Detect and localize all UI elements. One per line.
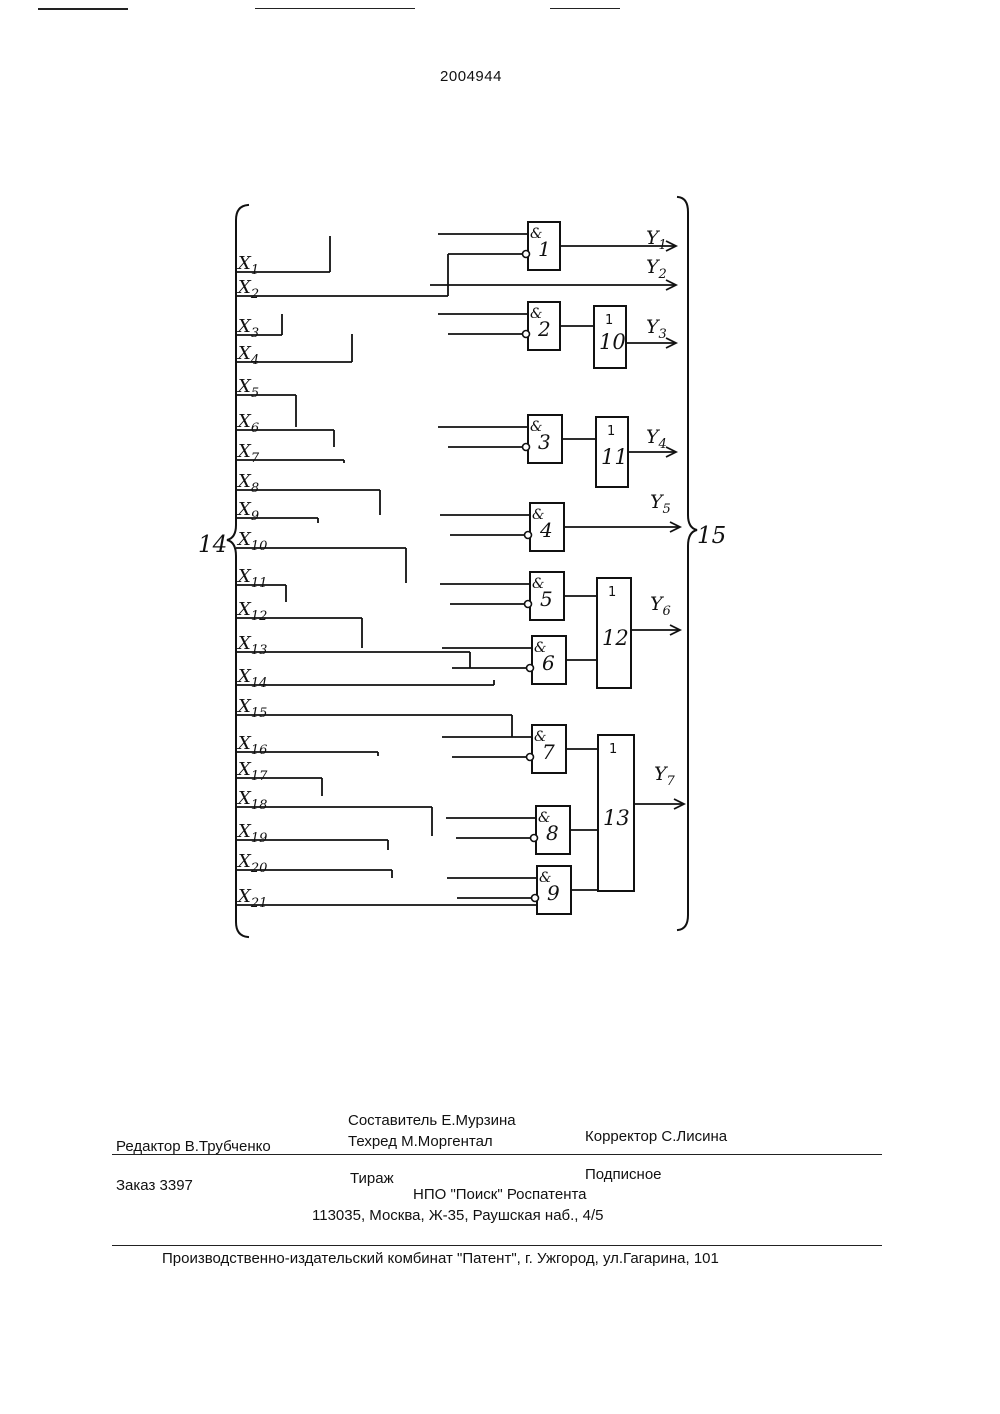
input-label-x8: X8 — [236, 471, 259, 496]
imprint-rule-upper — [112, 1154, 882, 1155]
input-bus-label: 14 — [198, 532, 227, 558]
and-gate-3-number: 3 — [538, 430, 551, 454]
imprint-subscription: Подписное — [585, 1166, 662, 1183]
input-label-x1: X1 — [236, 253, 259, 278]
and-gate-1-inverter — [523, 251, 530, 258]
or-gate-13-symbol: 1 — [609, 742, 617, 757]
imprint-techred: Техред М.Моргентал — [348, 1133, 493, 1150]
input-label-x9: X9 — [236, 499, 259, 524]
or-gate-11-number: 11 — [601, 445, 628, 469]
imprint-organization: НПО "Поиск" Роспатента — [413, 1186, 587, 1203]
input-label-x5: X5 — [236, 376, 259, 401]
and-gate-6-number: 6 — [542, 651, 555, 675]
and-gate-6-inverter — [527, 665, 534, 672]
input-label-x21: X21 — [236, 886, 267, 911]
or-gate-11-symbol: 1 — [607, 424, 615, 439]
imprint-circulation: Тираж — [350, 1170, 394, 1187]
input-label-x16: X16 — [236, 733, 267, 758]
and-gate-8-inverter — [531, 835, 538, 842]
output-label-y7: Y7 — [654, 763, 676, 789]
input-label-x12: X12 — [236, 599, 267, 624]
and-gate-5-number: 5 — [540, 587, 553, 611]
or-gate-12-number: 12 — [602, 626, 629, 650]
imprint-address: 113035, Москва, Ж-35, Раушская наб., 4/5 — [312, 1207, 604, 1224]
or-gate-12-symbol: 1 — [608, 585, 616, 600]
input-label-x20: X20 — [236, 851, 267, 876]
and-gate-1-number: 1 — [538, 237, 551, 261]
and-gate-9-number: 9 — [547, 881, 560, 905]
input-label-x4: X4 — [236, 343, 259, 368]
or-gate-10-symbol: 1 — [605, 313, 613, 328]
input-label-x11: X11 — [236, 566, 267, 591]
input-label-x15: X15 — [236, 696, 267, 721]
imprint-order: Заказ 3397 — [116, 1177, 193, 1194]
output-label-y2: Y2 — [646, 256, 667, 282]
and-gate-5-inverter — [525, 601, 532, 608]
input-label-x14: X14 — [236, 666, 267, 691]
or-gate-13-number: 13 — [603, 806, 630, 830]
logic-circuit-diagram: 1415X1X2X3X4X5X6X7X8X9X10X11X12X13X14X15… — [0, 0, 1000, 960]
input-label-x6: X6 — [236, 411, 259, 436]
and-gate-2-inverter — [523, 331, 530, 338]
and-gate-7-number: 7 — [542, 740, 555, 764]
imprint-corrector: Корректор С.Лисина — [585, 1128, 727, 1145]
input-label-x2: X2 — [236, 277, 259, 302]
and-gate-4-inverter — [525, 532, 532, 539]
imprint-compiler: Составитель Е.Мурзина — [348, 1112, 516, 1129]
imprint-editor: Редактор В.Трубченко — [116, 1138, 271, 1155]
output-bus-brace — [678, 197, 697, 930]
and-gate-7-inverter — [527, 754, 534, 761]
output-bus-label: 15 — [697, 523, 726, 549]
or-gate-10-number: 10 — [599, 330, 626, 354]
output-label-y5: Y5 — [650, 491, 671, 517]
output-label-y1: Y1 — [646, 227, 667, 253]
imprint-rule-lower — [112, 1245, 882, 1246]
input-label-x3: X3 — [236, 316, 259, 341]
input-label-x18: X18 — [236, 788, 267, 813]
imprint-printer: Производственно-издательский комбинат "П… — [162, 1250, 719, 1267]
output-label-y4: Y4 — [646, 426, 667, 452]
output-label-y3: Y3 — [646, 316, 667, 342]
input-label-x7: X7 — [236, 441, 260, 466]
input-label-x19: X19 — [236, 821, 267, 846]
input-label-x17: X17 — [236, 759, 268, 784]
and-gate-2-number: 2 — [537, 317, 551, 341]
and-gate-8-number: 8 — [546, 821, 559, 845]
and-gate-4-number: 4 — [539, 518, 553, 542]
output-label-y6: Y6 — [650, 593, 671, 619]
input-label-x10: X10 — [236, 529, 267, 554]
input-label-x13: X13 — [236, 633, 267, 658]
and-gate-9-inverter — [532, 895, 539, 902]
and-gate-3-inverter — [523, 444, 530, 451]
